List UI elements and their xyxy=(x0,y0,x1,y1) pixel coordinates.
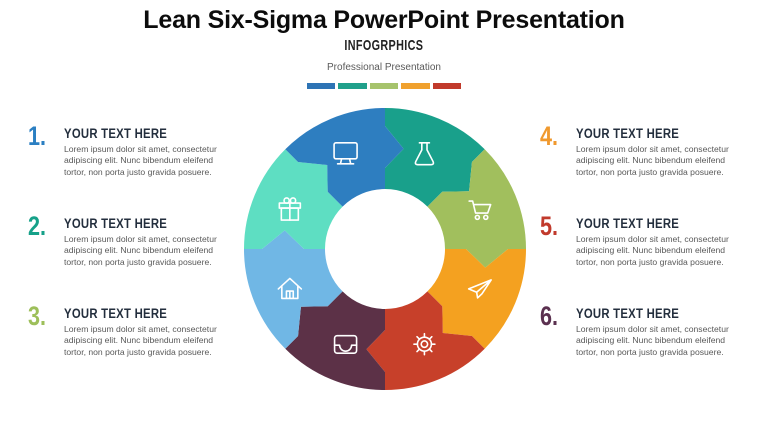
item-heading: YOUR TEXT HERE xyxy=(64,126,168,141)
item-number: 6. xyxy=(540,301,559,331)
item-number: 2. xyxy=(28,211,47,241)
slide-subtitle: INFOGRPHICS xyxy=(344,37,424,54)
wheel-segment-cart xyxy=(427,149,526,268)
item-number: 4. xyxy=(540,121,559,151)
monitor-icon xyxy=(333,142,358,165)
item-heading: YOUR TEXT HERE xyxy=(576,216,680,231)
text-block-5: 5. YOUR TEXT HERE Lorem ipsum dolor sit … xyxy=(540,211,748,269)
gift-icon xyxy=(278,197,302,221)
text-block-1: 1. YOUR TEXT HERE Lorem ipsum dolor sit … xyxy=(28,121,236,179)
flask-icon xyxy=(414,142,435,166)
wheel-segment-home xyxy=(244,230,343,349)
color-bar-segment xyxy=(369,83,399,89)
item-body: Lorem ipsum dolor sit amet, consectetur … xyxy=(576,323,729,357)
item-number: 1. xyxy=(28,121,47,151)
item-heading: YOUR TEXT HERE xyxy=(64,306,168,321)
color-bar-segment xyxy=(401,83,430,89)
wheel-segment-paper-plane xyxy=(427,249,526,349)
home-icon xyxy=(277,277,303,300)
wheel-segment-monitor xyxy=(285,108,404,207)
item-body: Lorem ipsum dolor sit amet, consectetur … xyxy=(64,323,217,357)
text-block-3: 3. YOUR TEXT HERE Lorem ipsum dolor sit … xyxy=(28,301,236,359)
item-body: Lorem ipsum dolor sit amet, consectetur … xyxy=(576,143,729,177)
paper-plane-icon xyxy=(467,279,492,299)
inbox-icon xyxy=(333,334,358,354)
wheel-segment-flask xyxy=(385,108,485,207)
cart-icon xyxy=(468,200,492,221)
item-body: Lorem ipsum dolor sit amet, consectetur … xyxy=(576,233,729,267)
color-bar xyxy=(307,83,462,89)
text-block-4: 4. YOUR TEXT HERE Lorem ipsum dolor sit … xyxy=(540,121,748,179)
slide-tagline: Professional Presentation xyxy=(327,62,441,73)
item-body: Lorem ipsum dolor sit amet, consectetur … xyxy=(64,233,217,267)
process-wheel xyxy=(244,108,526,390)
item-number: 5. xyxy=(540,211,559,241)
color-bar-segment xyxy=(338,83,367,89)
color-bar-segment xyxy=(432,83,462,89)
item-heading: YOUR TEXT HERE xyxy=(576,126,680,141)
slide-subtitle-wrap: INFOGRPHICS xyxy=(0,37,768,55)
item-body: Lorem ipsum dolor sit amet, consectetur … xyxy=(64,143,217,177)
slide-title: Lean Six-Sigma PowerPoint Presentation xyxy=(143,6,625,34)
item-number: 3. xyxy=(28,301,47,331)
color-bar-segment xyxy=(307,83,336,89)
gear-icon xyxy=(413,332,436,356)
wheel-segment-gift xyxy=(244,149,343,249)
text-block-6: 6. YOUR TEXT HERE Lorem ipsum dolor sit … xyxy=(540,301,748,359)
item-heading: YOUR TEXT HERE xyxy=(64,216,168,231)
item-heading: YOUR TEXT HERE xyxy=(576,306,680,321)
text-block-2: 2. YOUR TEXT HERE Lorem ipsum dolor sit … xyxy=(28,211,236,269)
